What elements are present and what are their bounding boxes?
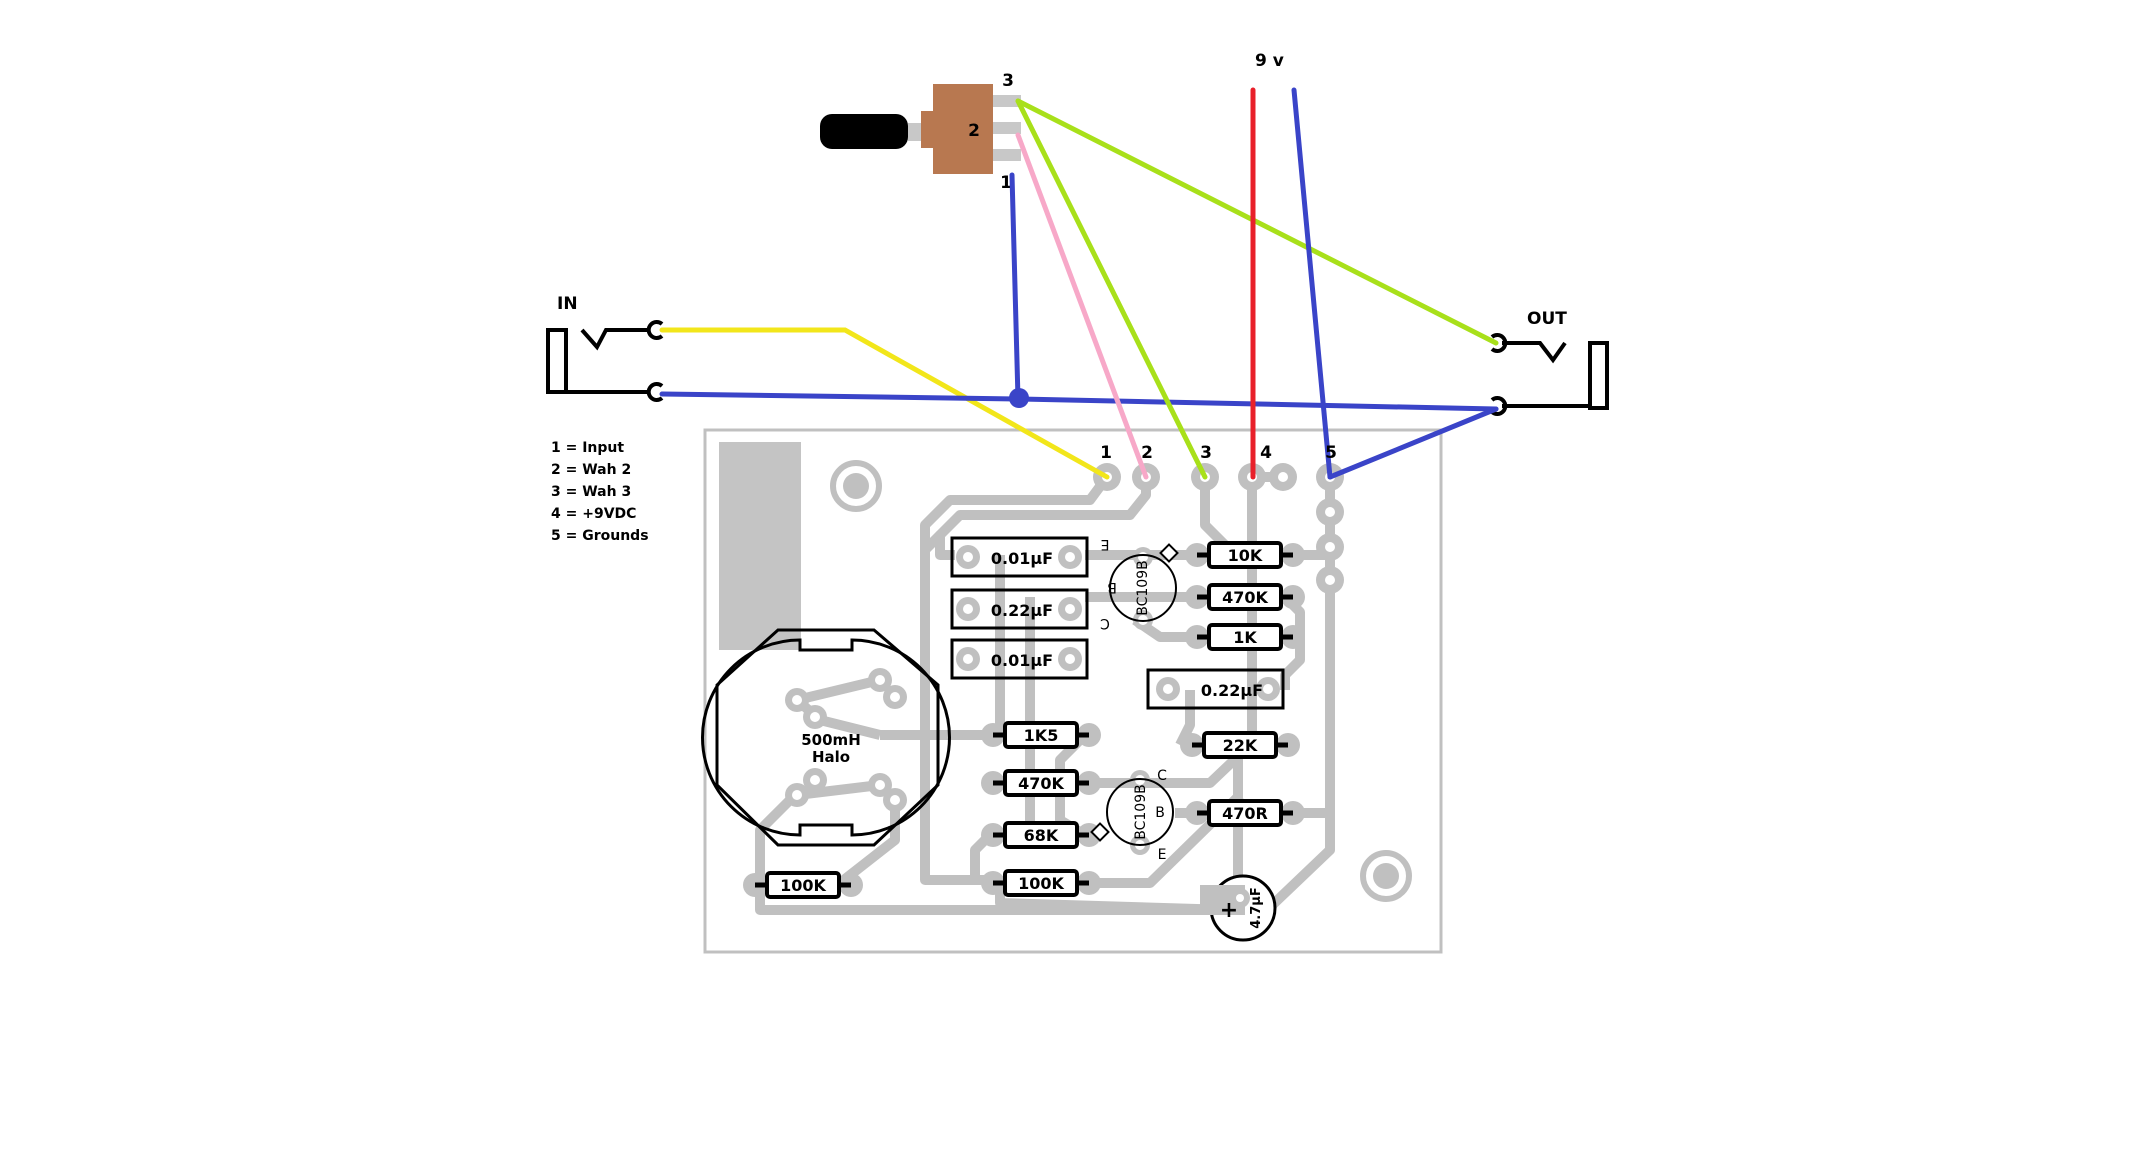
resistor-label: 470K <box>1222 588 1268 607</box>
capacitor-0.22uf-right: 0.22µF <box>1146 668 1285 710</box>
terminal-pad <box>1316 533 1344 561</box>
inductor-pad <box>883 788 907 812</box>
mounting-hole-bottom <box>1360 850 1412 902</box>
ground-junction-dot <box>1009 388 1029 408</box>
capacitor-pad <box>1058 545 1082 569</box>
mounting-hole-top <box>830 460 882 512</box>
input-jack-label: IN <box>557 294 578 314</box>
wire-wah3-pad <box>1015 98 1208 480</box>
transistor-bc109b-top: BC109B E B C <box>1100 536 1179 631</box>
legend-item: 3 = Wah 3 <box>551 484 632 500</box>
resistor-470k-top: 470K <box>1185 583 1305 611</box>
resistor-label: 100K <box>780 876 826 895</box>
inductor-pad <box>785 783 809 807</box>
capacitor-pad <box>956 597 980 621</box>
capacitor-0.01uf-bottom: 0.01µF <box>950 638 1089 680</box>
pot-pin-3-label: 3 <box>1002 71 1014 91</box>
pot-pin-2-label: 2 <box>968 121 980 141</box>
resistor-10k: 10K <box>1185 541 1305 569</box>
wire-ground-supply <box>1291 87 1333 480</box>
wah-potentiometer: 2 <box>820 84 1021 174</box>
legend-item: 1 = Input <box>551 440 625 456</box>
resistor-1k5: 1K5 <box>981 721 1101 749</box>
capacitor-0.22uf-top: 0.22µF <box>950 588 1089 630</box>
inductor-500mh: 500mH Halo <box>701 628 951 847</box>
inductor-pad <box>785 688 809 712</box>
capacitor-pad <box>1256 677 1280 701</box>
polarity-label: + <box>1220 898 1238 923</box>
pad-number-4: 4 <box>1260 443 1272 463</box>
inductor-pad <box>803 768 827 792</box>
resistor-label: 1K <box>1233 628 1257 647</box>
capacitor-pad <box>956 647 980 671</box>
capacitor-pad <box>1156 677 1180 701</box>
pad-number-5: 5 <box>1325 443 1337 463</box>
wire-ground-out <box>1327 406 1499 480</box>
terminal-pad <box>1316 498 1344 526</box>
capacitor-pad <box>1058 647 1082 671</box>
pin-e-label: E <box>1101 536 1110 552</box>
terminal-pad <box>1316 566 1344 594</box>
resistor-label: 470R <box>1222 804 1268 823</box>
output-jack <box>1490 333 1609 416</box>
pad-number-2: 2 <box>1141 443 1153 463</box>
pad-legend: 1 = Input 2 = Wah 2 3 = Wah 3 4 = +9VDC … <box>551 437 649 547</box>
pin-b-label: B <box>1107 579 1117 595</box>
capacitor-label: 0.22µF <box>1201 681 1263 700</box>
capacitor-0.01uf-top: 0.01µF <box>950 536 1089 578</box>
input-jack <box>546 320 664 402</box>
resistor-1k: 1K <box>1185 623 1305 651</box>
supply-label: 9 v <box>1255 51 1284 71</box>
resistor-68k: 68K <box>981 821 1101 849</box>
resistor-label: 10K <box>1228 546 1263 565</box>
resistor-label: 22K <box>1223 736 1258 755</box>
inductor-sublabel: Halo <box>812 748 850 766</box>
resistor-22k: 22K <box>1180 731 1300 759</box>
resistor-label: 1K5 <box>1024 726 1059 745</box>
pad-numbers: 1 2 3 4 5 <box>1100 443 1337 463</box>
resistor-label: 470K <box>1018 774 1064 793</box>
transistor-label: BC109B <box>1135 560 1151 615</box>
resistor-label: 100K <box>1018 874 1064 893</box>
legend-item: 4 = +9VDC <box>551 506 637 522</box>
resistor-470r: 470R <box>1185 799 1305 827</box>
capacitor-label: 0.01µF <box>991 651 1053 670</box>
electrolytic-capacitor-4.7uf: + 4.7µF <box>1200 874 1277 942</box>
inductor-pad <box>883 685 907 709</box>
wire-input <box>659 327 1110 480</box>
inductor-pad <box>868 668 892 692</box>
resistor-470k-bottom: 470K <box>981 769 1101 797</box>
capacitor-pad <box>956 545 980 569</box>
wire-ground-main <box>659 391 1499 412</box>
pad-number-3: 3 <box>1200 443 1212 463</box>
transistor-label: BC109B <box>1133 784 1149 839</box>
pad-number-1: 1 <box>1100 443 1112 463</box>
inductor-pad <box>868 773 892 797</box>
pin-b-label: B <box>1155 805 1165 821</box>
inductor-pad <box>803 705 827 729</box>
inductor-label: 500mH <box>801 731 861 749</box>
terminal-pad <box>1269 463 1297 491</box>
legend-item: 5 = Grounds <box>551 528 649 544</box>
resistors: 10K 470K 1K 22K 470R 1K5 470K 68K 100K 100K <box>743 541 1305 899</box>
capacitor-label: 0.01µF <box>991 549 1053 568</box>
legend-item: 2 = Wah 2 <box>551 462 632 478</box>
transistor-bc109b-bottom: BC109B C B E <box>1090 768 1174 863</box>
resistor-100k-left: 100K <box>743 871 863 899</box>
wire-wah2 <box>1015 132 1149 480</box>
output-jack-label: OUT <box>1527 309 1567 329</box>
pin-c-label: C <box>1157 768 1167 784</box>
electrolytic-label: 4.7µF <box>1249 887 1264 928</box>
wire-wah3-out <box>1015 98 1499 346</box>
capacitor-label: 0.22µF <box>991 601 1053 620</box>
wires <box>659 87 1499 480</box>
pin-c-label: C <box>1100 615 1110 631</box>
capacitor-pad <box>1058 597 1082 621</box>
pot-pin-1-label: 1 <box>1000 173 1012 193</box>
resistor-100k-right: 100K <box>981 869 1101 897</box>
pin-e-label: E <box>1158 847 1167 863</box>
wire-ground-pot <box>1009 172 1021 402</box>
pcb-ground-plane <box>719 442 801 650</box>
resistor-label: 68K <box>1024 826 1059 845</box>
